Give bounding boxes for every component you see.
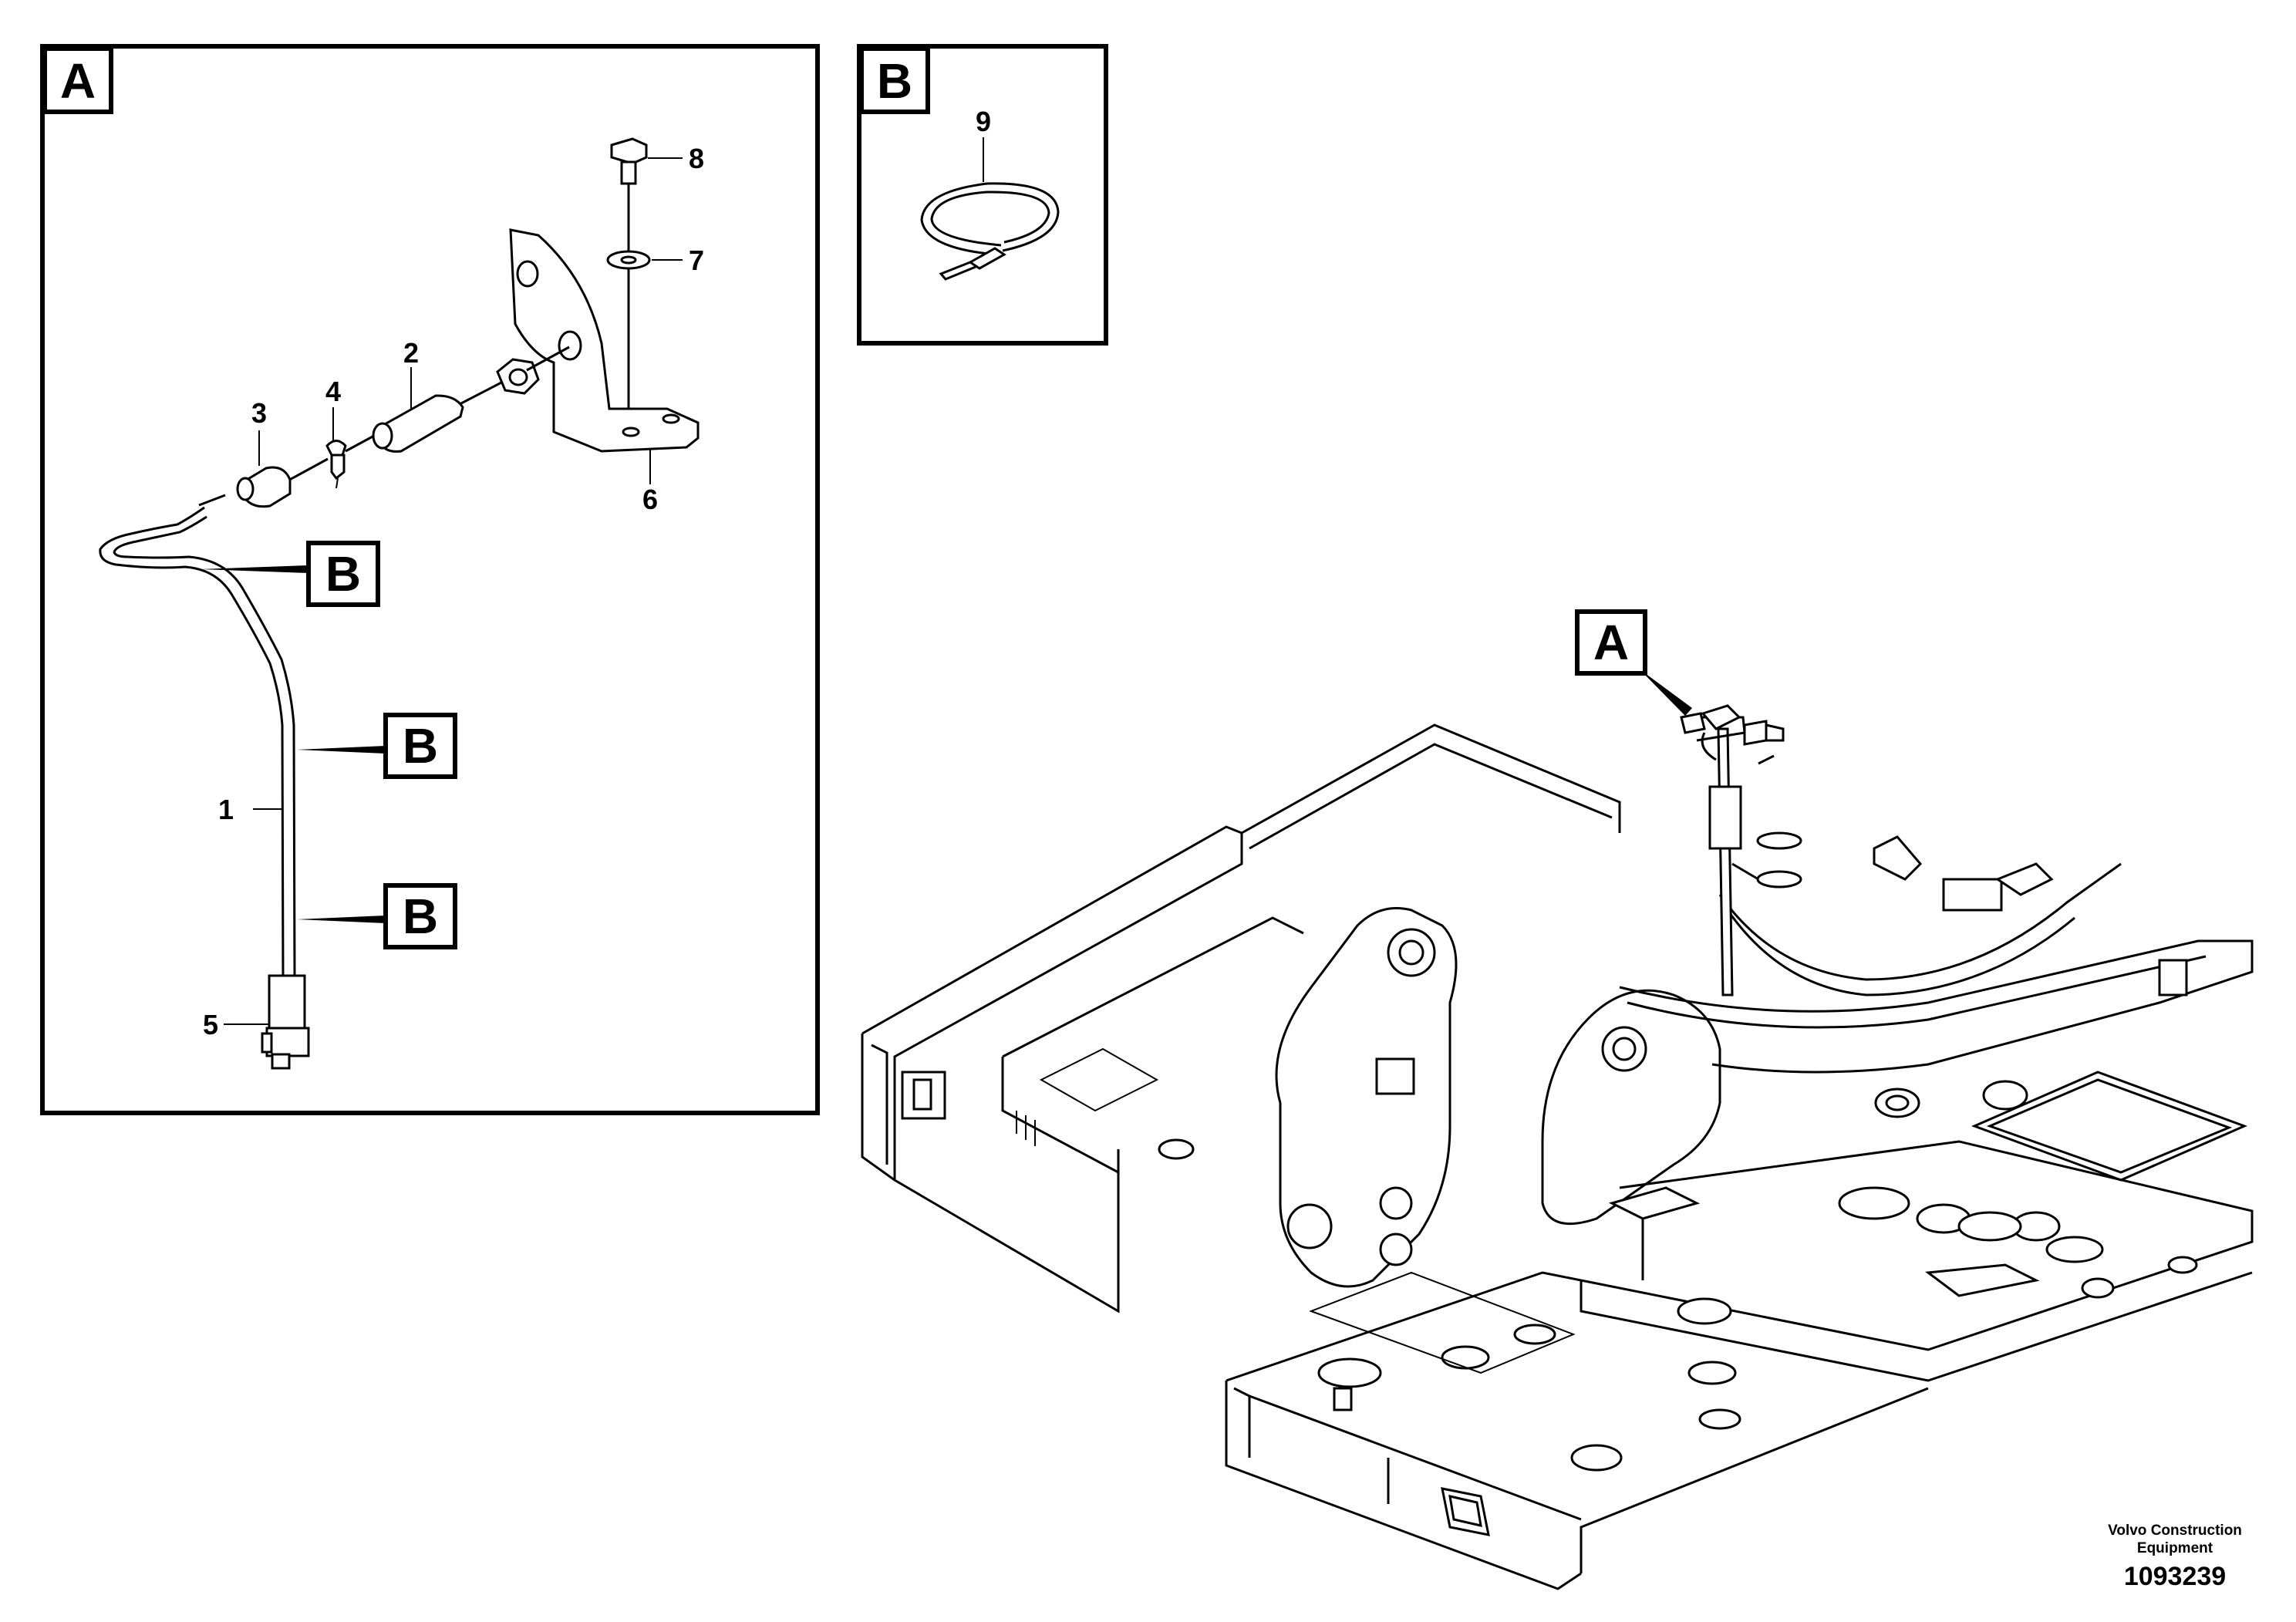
b-reference-tag-2: B (297, 713, 457, 779)
callout-9: 9 (976, 106, 991, 137)
bracket-part (509, 228, 700, 453)
overview-a-tag: A (1575, 609, 1692, 716)
company-name-line1: Volvo Construction (2108, 1523, 2242, 1539)
washer-part (606, 250, 651, 428)
clip-part (325, 434, 375, 489)
panel-b-label-box: B (859, 46, 930, 114)
panel-a-label-box: A (42, 46, 113, 114)
wire-harness-part (99, 494, 296, 980)
bolt-part (610, 137, 648, 255)
nut-part (496, 346, 570, 395)
b-reference-tag-1: B (201, 541, 380, 607)
callout-7: 7 (689, 244, 704, 276)
callout-4: 4 (325, 376, 341, 407)
b-tag-3-label: B (403, 889, 438, 944)
footer: Volvo Construction Equipment 1093239 (2108, 1523, 2242, 1591)
plug-part (261, 974, 310, 1070)
sensor-body-part (372, 381, 502, 453)
detail-panel-a: A 8 7 6 (40, 44, 820, 1115)
sensor-mounting-location (1680, 704, 1802, 996)
panel-a-label: A (60, 53, 96, 109)
b-reference-tag-3: B (297, 883, 457, 949)
machine-frame-overview: A (861, 609, 2254, 1590)
cable-tie-part (920, 182, 1060, 281)
connector-part (236, 457, 329, 508)
callout-3: 3 (251, 397, 267, 429)
b-tag-1-label: B (325, 546, 361, 602)
company-name-line2: Equipment (2137, 1540, 2213, 1556)
callout-8: 8 (689, 143, 704, 174)
detail-panel-b: B 9 (857, 44, 1108, 346)
callout-6: 6 (642, 484, 658, 515)
b-tag-2-label: B (403, 718, 438, 774)
overview-a-label: A (1593, 615, 1629, 670)
callout-1: 1 (218, 794, 234, 825)
drawing-number: 1093239 (2124, 1562, 2226, 1591)
callout-2: 2 (403, 337, 419, 369)
callout-5: 5 (203, 1009, 218, 1040)
panel-b-label: B (877, 53, 912, 109)
